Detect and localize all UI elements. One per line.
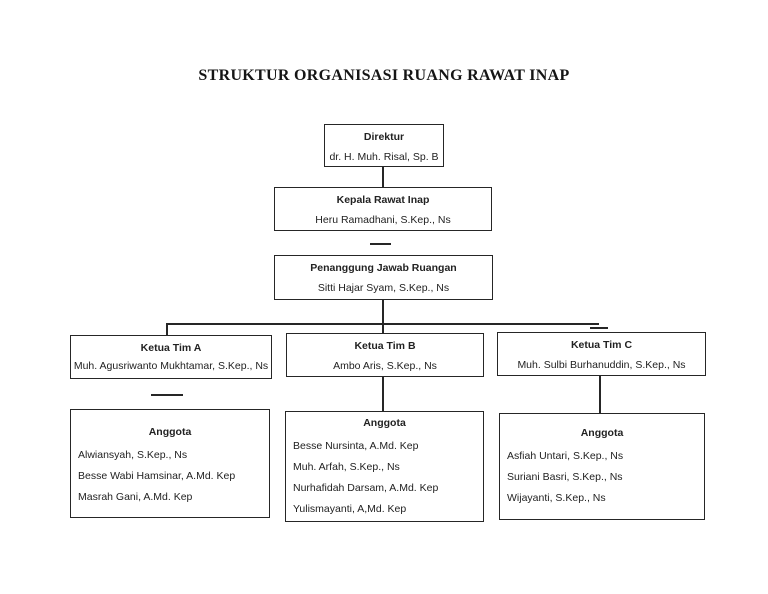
connector-dash-kepala-penanggung — [370, 243, 391, 245]
node-title: Direktur — [363, 131, 405, 143]
node-title: Ketua Tim A — [140, 342, 202, 354]
node-anggota-tim-c: Anggota Asfiah Untari, S.Kep., Ns Surian… — [499, 413, 705, 520]
node-title: Anggota — [580, 427, 624, 439]
node-person-name: Heru Ramadhani, S.Kep., Ns — [315, 214, 451, 226]
member-name: Yulismayanti, A,Md. Kep — [293, 503, 407, 515]
member-name: Masrah Gani, A.Md. Kep — [78, 491, 193, 503]
connector-ketua-b-to-anggota-b — [382, 377, 384, 411]
node-person-name: dr. H. Muh. Risal, Sp. B — [329, 151, 439, 163]
member-name: Suriani Basri, S.Kep., Ns — [507, 471, 623, 483]
connector-dash-anggota-a — [151, 394, 183, 396]
node-person-name: Muh. Sulbi Burhanuddin, S.Kep., Ns — [517, 359, 686, 371]
member-name: Alwiansyah, S.Kep., Ns — [78, 449, 188, 461]
node-title: Ketua Tim C — [570, 339, 633, 351]
connector-drop-ketua-a — [166, 325, 168, 335]
node-penanggung-jawab-ruangan: Penanggung Jawab Ruangan Sitti Hajar Sya… — [274, 255, 493, 300]
node-ketua-tim-a: Ketua Tim A Muh. Agusriwanto Mukhtamar, … — [70, 335, 272, 379]
member-name: Nurhafidah Darsam, A.Md. Kep — [293, 482, 439, 494]
connector-drop-ketua-b — [382, 325, 384, 333]
node-title: Anggota — [148, 426, 192, 438]
node-kepala-rawat-inap: Kepala Rawat Inap Heru Ramadhani, S.Kep.… — [274, 187, 492, 231]
member-name: Besse Wabi Hamsinar, A.Md. Kep — [78, 470, 236, 482]
node-title: Anggota — [363, 417, 406, 429]
node-person-name: Muh. Agusriwanto Mukhtamar, S.Kep., Ns — [73, 360, 269, 372]
node-person-name: Ambo Aris, S.Kep., Ns — [333, 360, 437, 372]
node-title: Kepala Rawat Inap — [336, 194, 430, 206]
node-anggota-tim-b: Anggota Besse Nursinta, A.Md. Kep Muh. A… — [285, 411, 484, 522]
node-title: Ketua Tim B — [354, 340, 416, 352]
member-name: Asfiah Untari, S.Kep., Ns — [507, 450, 624, 462]
connector-ketua-c-to-anggota-c — [599, 376, 601, 413]
node-ketua-tim-b: Ketua Tim B Ambo Aris, S.Kep., Ns — [286, 333, 484, 377]
connector-direktur-to-kepala — [382, 167, 384, 188]
node-person-name: Sitti Hajar Syam, S.Kep., Ns — [317, 282, 450, 294]
node-anggota-tim-a: Anggota Alwiansyah, S.Kep., Ns Besse Wab… — [70, 409, 270, 518]
node-title: Penanggung Jawab Ruangan — [310, 262, 457, 274]
connector-penanggung-stem — [382, 300, 384, 323]
connector-horizontal-bar — [166, 323, 599, 325]
page-title: STRUKTUR ORGANISASI RUANG RAWAT INAP — [198, 67, 570, 84]
node-ketua-tim-c: Ketua Tim C Muh. Sulbi Burhanuddin, S.Ke… — [497, 332, 706, 376]
member-name: Muh. Arfah, S.Kep., Ns — [293, 461, 400, 473]
node-direktur: Direktur dr. H. Muh. Risal, Sp. B — [324, 124, 444, 167]
connector-dash-ketua-c — [590, 327, 608, 329]
member-name: Besse Nursinta, A.Md. Kep — [293, 440, 419, 452]
member-name: Wijayanti, S.Kep., Ns — [507, 492, 606, 504]
